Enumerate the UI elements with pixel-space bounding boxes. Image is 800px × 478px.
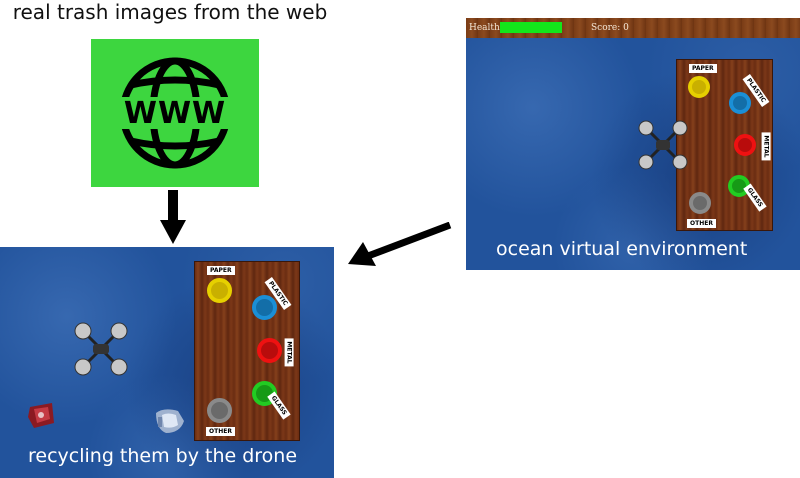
recycle-caption: recycling them by the drone [28, 445, 298, 467]
other-bin [689, 192, 711, 214]
down-arrow [160, 190, 186, 244]
score-label: Score: 0 [591, 23, 629, 33]
glass-bin-label: GLASS [743, 183, 767, 212]
plastic-bin [252, 295, 277, 320]
www-label: WWW [124, 96, 226, 131]
drone-icon [638, 120, 688, 170]
paper-bin-label: PAPER [689, 64, 717, 73]
other-bin-label: OTHER [206, 427, 235, 436]
trash-item-plastic-icon [156, 409, 184, 433]
paper-bin-label: PAPER [207, 266, 235, 275]
metal-bin-label: METAL [284, 338, 294, 367]
www-globe-icon: WWW [91, 39, 259, 187]
glass-bin-label: GLASS [267, 391, 291, 420]
metal-bin [257, 338, 282, 363]
trash-item-wrapper-icon [28, 403, 54, 428]
paper-bin [688, 76, 710, 98]
drone-icon [74, 322, 128, 376]
health-label: Health: [469, 23, 503, 33]
recycling-board-left: PAPER PLASTIC METAL GLASS OTHER [195, 262, 299, 440]
metal-bin [734, 134, 756, 156]
other-bin-label: OTHER [687, 219, 716, 228]
paper-bin [207, 278, 232, 303]
metal-bin-label: METAL [761, 132, 771, 161]
ocean-caption: ocean virtual environment [496, 238, 748, 260]
top-caption: real trash images from the web [12, 0, 328, 24]
plastic-bin [729, 92, 751, 114]
recycling-board-right: PAPER PLASTIC METAL GLASS OTHER [677, 60, 772, 230]
health-bar [500, 22, 562, 33]
other-bin [207, 398, 232, 423]
game-hud: Health: Score: 0 [466, 18, 800, 38]
diagonal-arrow [348, 222, 452, 266]
